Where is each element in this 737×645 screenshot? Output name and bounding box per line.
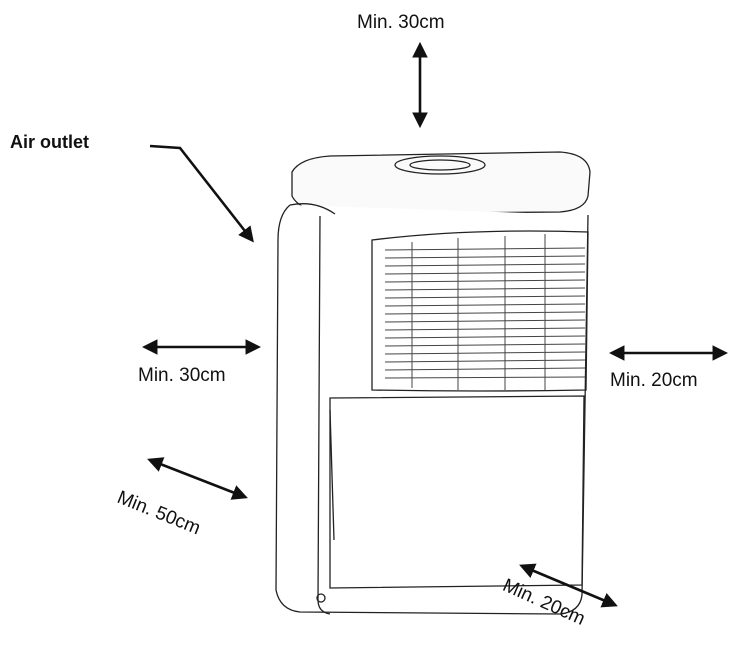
body <box>275 204 589 615</box>
top-lid <box>291 151 591 215</box>
air-grille <box>371 230 589 392</box>
grille-slats <box>384 234 586 390</box>
arrow-air-outlet <box>149 144 254 243</box>
drain-port <box>316 593 326 603</box>
label-left-clearance: Min. 30cm <box>138 365 226 386</box>
label-right-clearance: Min. 20cm <box>610 370 698 391</box>
label-air-outlet: Air outlet <box>10 132 89 152</box>
arrow-front-right <box>519 563 618 608</box>
arrow-front-left <box>147 457 248 500</box>
clearance-arrows <box>141 41 729 608</box>
dehumidifier-unit <box>275 151 591 615</box>
label-top-clearance: Min. 30cm <box>357 12 445 33</box>
control-panel <box>394 155 486 175</box>
